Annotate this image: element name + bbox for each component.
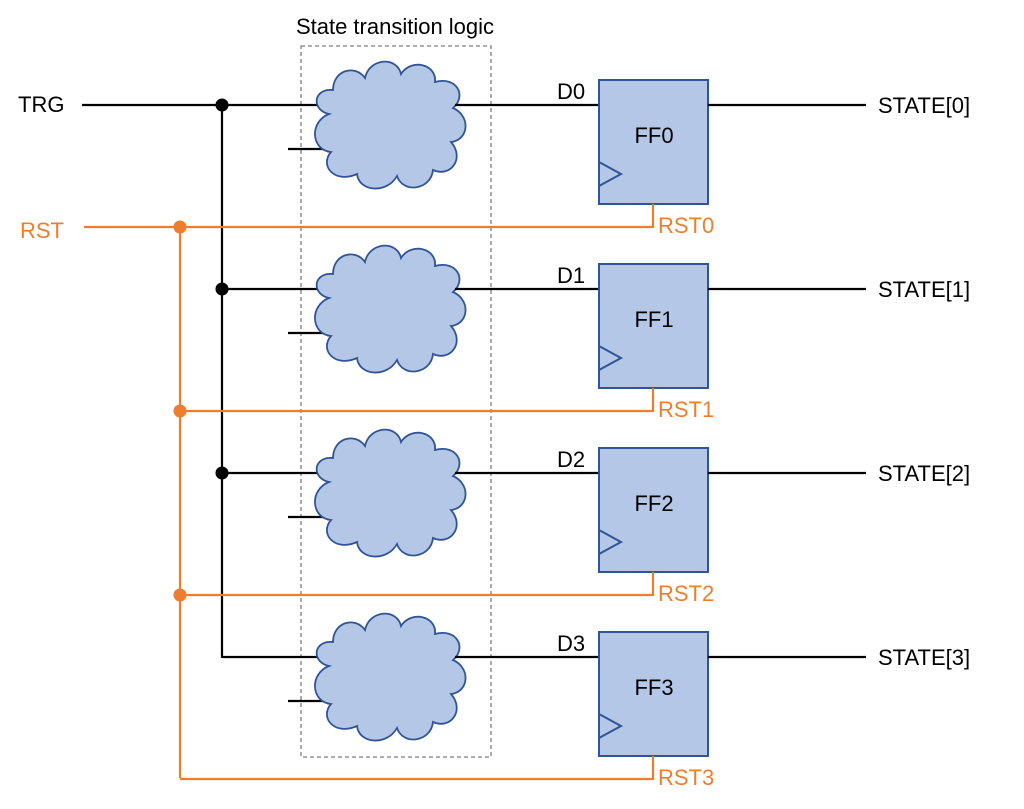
reset-branch-wire (180, 572, 655, 597)
flip-flop-box (598, 79, 709, 205)
flip-flop-name: FF0 (634, 123, 673, 148)
state-output-label: STATE[3] (878, 645, 970, 670)
flip-flop-name: FF2 (634, 491, 673, 516)
rst-label: RST (20, 218, 64, 243)
trg-junction-dot (215, 282, 229, 296)
reset-label: RST2 (658, 581, 714, 606)
flip-flop-box (598, 447, 709, 573)
rst-junction-dot (173, 588, 187, 602)
reset-branch-wire (180, 756, 655, 781)
logic-cloud (314, 60, 467, 190)
flip-flop-stages: D0FF0STATE[0]RST0D1FF1STATE[1]RST1D2FF2S… (180, 60, 970, 790)
d-label: D3 (557, 631, 585, 656)
clock-triangle-icon (598, 345, 624, 371)
reset-label: RST3 (658, 765, 714, 790)
flip-flop-name: FF3 (634, 675, 673, 700)
logic-cloud (314, 612, 467, 742)
clock-triangle-icon (598, 713, 624, 739)
rst-junction-dot (173, 404, 187, 418)
logic-cloud (314, 428, 467, 558)
reset-label: RST0 (658, 213, 714, 238)
trg-wiring (82, 103, 335, 658)
logic-title: State transition logic (296, 14, 494, 39)
rst-junction-dot (173, 220, 187, 234)
rst-wiring (84, 225, 182, 778)
junction-dots (173, 98, 229, 602)
flip-flop-name: FF1 (634, 307, 673, 332)
d-label: D2 (557, 447, 585, 472)
logic-region-border (300, 45, 492, 758)
reset-branch-wire (180, 204, 655, 229)
trg-junction-dot (215, 466, 229, 480)
trg-junction-dot (215, 98, 229, 112)
reset-label: RST1 (658, 397, 714, 422)
state-output-label: STATE[2] (878, 461, 970, 486)
reset-branch-wire (180, 388, 655, 413)
clock-triangle-icon (598, 161, 624, 187)
d-label: D0 (557, 79, 585, 104)
state-output-label: STATE[1] (878, 277, 970, 302)
state-output-label: STATE[0] (878, 93, 970, 118)
logic-cloud (314, 244, 467, 374)
trg-label: TRG (18, 92, 64, 117)
clock-triangle-icon (598, 529, 624, 555)
d-label: D1 (557, 263, 585, 288)
